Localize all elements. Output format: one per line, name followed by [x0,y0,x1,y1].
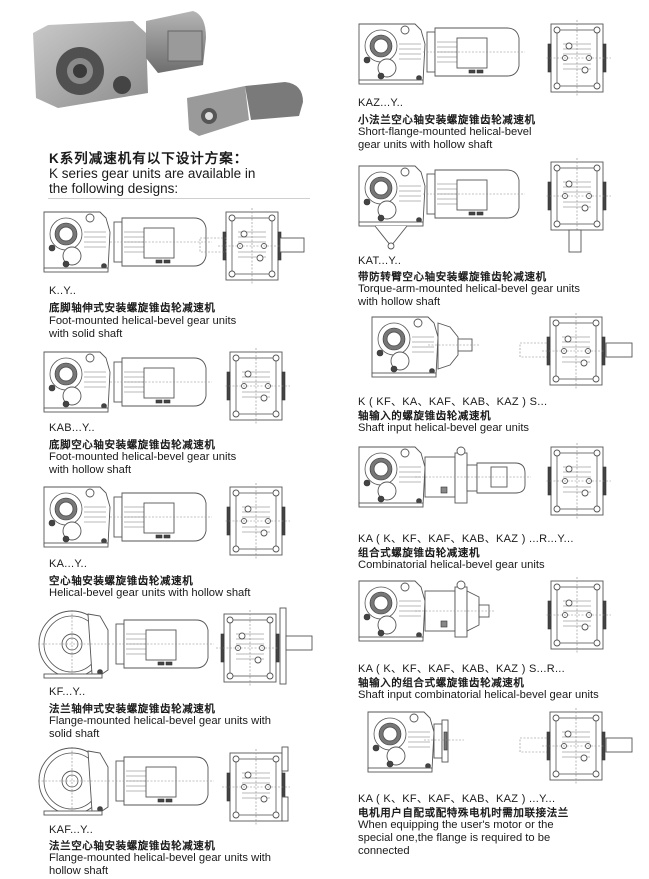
side-view-drawing [37,746,215,816]
front-view-drawing [545,442,612,520]
side-view-drawing [37,609,215,679]
design-code: KA ( K、KF、KAF、KAB、KAZ ) ...Y... [358,793,556,805]
design-description-en-2: with hollow shaft [49,464,132,476]
design-description-cn: 组合式螺旋锥齿轮减速机 [358,547,481,559]
side-view-drawing [358,446,531,508]
front-view-drawing [519,708,633,785]
design-code: KAF...Y.. [49,824,94,836]
design-description-en: Foot-mounted helical-bevel gear units [49,451,237,463]
front-view-drawing [519,313,633,390]
design-code: K ( KF、KA、KAF、KAB、KAZ ) S... [358,396,548,408]
design-description-cn: 轴输入的螺旋锥齿轮减速机 [358,410,492,422]
design-description-cn: 底脚轴伸式安装螺旋锥齿轮减速机 [49,302,216,314]
intro-title-en-line2: the following designs: [49,181,179,196]
design-code: K..Y.. [49,285,77,297]
design-description-cn: 轴输入的组合式螺旋锥齿轮减速机 [358,677,525,689]
design-description-en: Flange-mounted helical-bevel gear units … [49,715,272,727]
design-description-en: Shaft input combinatorial helical-bevel … [358,689,599,701]
side-view-drawing [358,165,526,250]
front-view-drawing [216,607,313,686]
design-description-cn: 电机用户自配或配特殊电机时需加联接法兰 [358,807,569,819]
large-k-gear-motor-photo [28,3,208,111]
intro-title-en-line1: K series gear units are available in [49,166,256,181]
design-description-en-2: solid shaft [49,728,100,740]
design-description-en: Torque-arm-mounted helical-bevel gear un… [358,283,580,295]
front-view-drawing [545,19,612,97]
design-description-cn: 小法兰空心轴安装螺旋锥齿轮减速机 [358,114,536,126]
intro-title-cn: K系列减速机有以下设计方案： [49,151,249,166]
side-view-drawing [43,211,213,273]
design-description-en: Combinatorial helical-bevel gear units [358,559,545,571]
design-description-cn: 法兰轴伸式安装螺旋锥齿轮减速机 [49,703,216,715]
design-code: KA...Y.. [49,558,88,570]
design-code: KAT...Y.. [358,255,402,267]
design-description-en-2: with hollow shaft [358,296,441,308]
intro-divider [48,198,310,199]
front-view-drawing [222,746,291,825]
design-code: KA ( K、KF、KAF、KAB、KAZ ) S...R... [358,663,566,675]
design-description-en: Helical-bevel gear units with hollow sha… [49,587,251,599]
front-view-drawing [199,207,305,285]
front-view-drawing [545,576,612,654]
design-description-en-2: hollow shaft [49,865,109,877]
side-view-drawing [43,351,213,413]
side-view-drawing [43,486,213,548]
design-description-en-2: special one,the flange is required to be [358,832,551,844]
design-description-cn: 空心轴安装螺旋锥齿轮减速机 [49,575,194,587]
design-code: KAZ...Y.. [358,97,404,109]
design-description-en-3: connected [358,845,410,857]
front-view-drawing [545,157,612,253]
small-k-gear-motor-photo [185,80,305,140]
design-description-en: Shaft input helical-bevel gear units [358,422,530,434]
design-description-en: When equipping the user's motor or the [358,819,554,831]
design-description-en-2: with solid shaft [49,328,123,340]
design-description-cn: 带防转臂空心轴安装螺旋锥齿轮减速机 [358,271,547,283]
design-description-en: Foot-mounted helical-bevel gear units [49,315,237,327]
design-description-en: Flange-mounted helical-bevel gear units … [49,852,272,864]
front-view-drawing [224,348,291,425]
design-code: KAB...Y.. [49,422,95,434]
front-view-drawing [224,483,291,560]
side-view-drawing [358,23,526,85]
design-description-en-2: gear units with hollow shaft [358,139,493,151]
design-code: KA ( K、KF、KAF、KAB、KAZ ) ...R...Y... [358,533,574,545]
design-description-en: Short-flange-mounted helical-bevel [358,126,532,138]
side-view-drawing [358,580,495,642]
design-description-cn: 法兰空心轴安装螺旋锥齿轮减速机 [49,840,216,852]
side-view-drawing [371,316,480,378]
side-view-drawing [367,711,464,773]
design-description-cn: 底脚空心轴安装螺旋锥齿轮减速机 [49,439,216,451]
design-code: KF...Y.. [49,686,86,698]
